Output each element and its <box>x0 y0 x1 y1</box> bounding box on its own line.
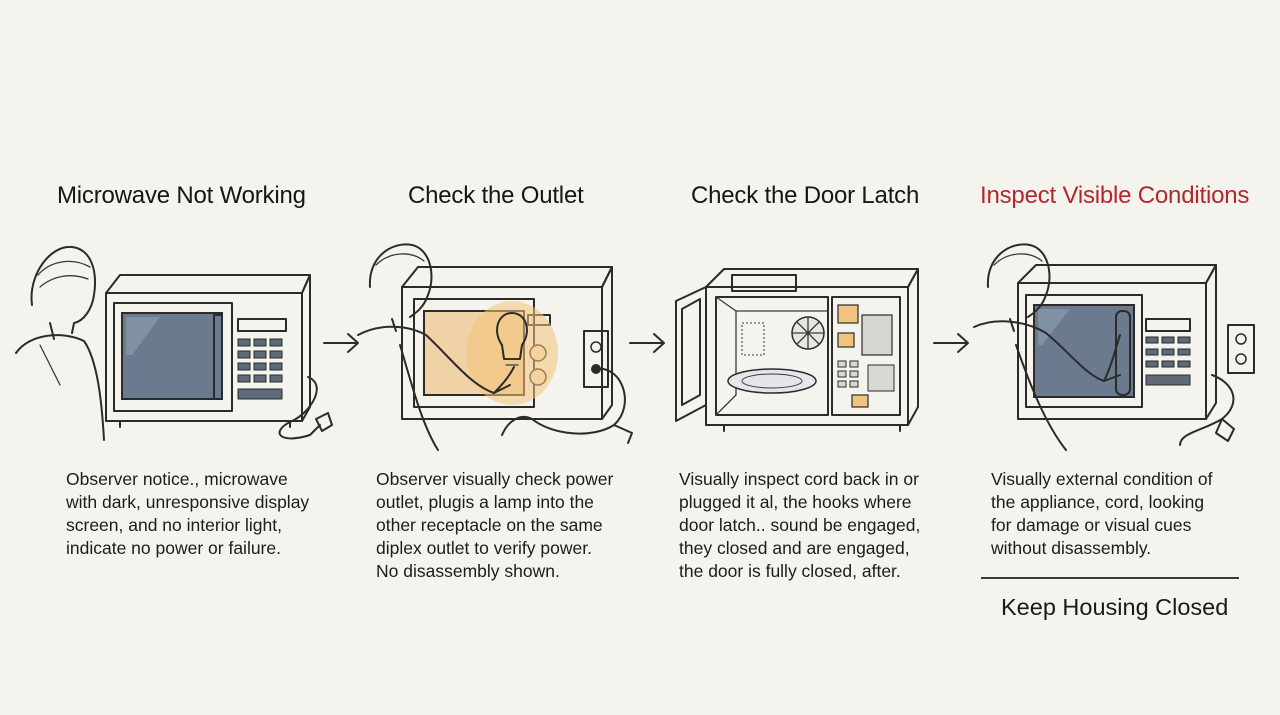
footer-divider <box>981 577 1239 579</box>
plug-icon <box>1179 374 1235 446</box>
step-1-illustration <box>10 235 333 450</box>
step-2-description: Observer visually check power outlet, pl… <box>376 469 614 581</box>
step-2-illustration <box>352 235 662 451</box>
step-1-title: Microwave Not Working <box>57 182 306 209</box>
outlet-icon <box>1227 324 1255 374</box>
step-2-title: Check the Outlet <box>408 182 584 209</box>
arrow-right-icon <box>322 330 362 356</box>
arrow-right-icon <box>628 330 668 356</box>
step-1-description: Observer notice., microwave with dark, u… <box>66 469 310 558</box>
step-4-description: Visually external condition of the appli… <box>991 469 1213 558</box>
step-3-title: Check the Door Latch <box>691 182 920 209</box>
step-3-illustration <box>672 235 982 450</box>
person-icon <box>357 243 515 451</box>
step-4-title: Inspect Visible Conditions <box>980 182 1250 209</box>
plug-icon <box>613 424 633 444</box>
person-icon <box>973 243 1121 451</box>
person-icon <box>15 245 105 441</box>
microwave-icon <box>105 274 311 428</box>
step-4-illustration <box>966 235 1276 451</box>
plug-icon <box>278 376 333 440</box>
outlet-icon <box>583 330 609 388</box>
footer-note: Keep Housing Closed <box>1001 594 1229 620</box>
open-microwave-icon <box>675 268 919 432</box>
lamp-icon <box>466 301 558 405</box>
step-3-description: Visually inspect cord back in or plugged… <box>679 469 921 581</box>
microwave-icon <box>1017 264 1217 420</box>
arrow-right-icon <box>932 330 972 356</box>
